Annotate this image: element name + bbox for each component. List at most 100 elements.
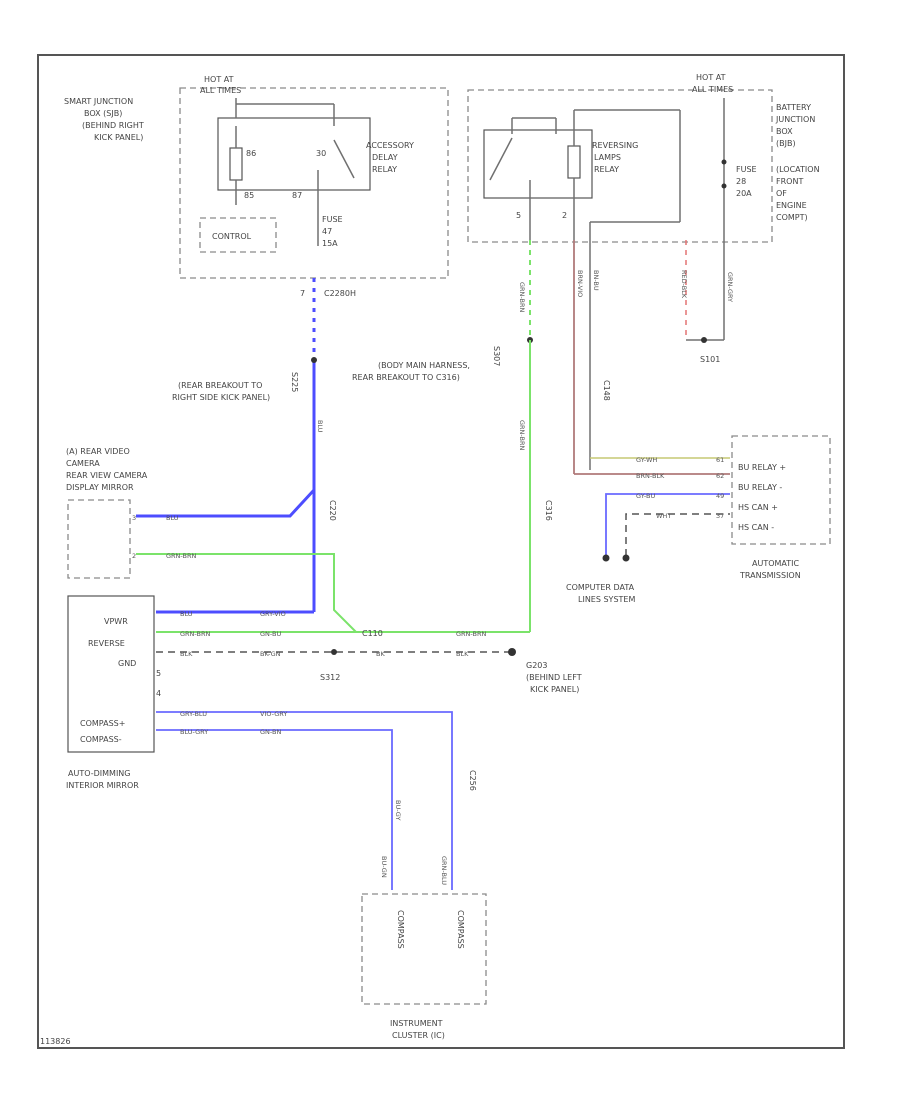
s225-desc-2: RIGHT SIDE KICK PANEL) (172, 393, 270, 402)
fuse-right-2: 28 (736, 177, 746, 186)
wl-mirror-gry: GRY-VIO (260, 610, 286, 618)
bjb-label-8: ENGINE (776, 201, 807, 210)
wl-camera-grn: GRN-BRN (166, 552, 197, 560)
reverse-relay-switch (489, 137, 513, 181)
splice-s225 (311, 357, 317, 363)
acc-relay-label-1: ACCESSORY (366, 141, 414, 150)
wl-mirror-blk: BLK (180, 650, 193, 658)
wl-mirror-bk-gn: BK-GN (260, 650, 281, 658)
acc-relay-label-3: RELAY (372, 165, 397, 174)
wl-blu-main: BLU (316, 420, 324, 433)
wl-grn-bottom: GRN-BRN (456, 630, 487, 638)
mirror-pin-compass-minus: COMPASS- (80, 735, 122, 744)
automatic-transmission: BU RELAY + BU RELAY - HS CAN + HS CAN - … (716, 435, 831, 580)
reversing-lamps-relay (483, 129, 593, 199)
c148-label: C148 (602, 380, 611, 401)
sjb-label-4: KICK PANEL) (94, 133, 143, 142)
sjb-label-3: (BEHIND RIGHT (82, 121, 144, 130)
trans-pin-num-1: 61 (716, 456, 724, 464)
fuse-right-3: 20A (736, 189, 752, 198)
trans-label-1: AUTOMATIC (752, 559, 800, 568)
fuse-right-1: FUSE (736, 165, 757, 174)
g203-label: G203 (526, 661, 547, 670)
trans-label-2: TRANSMISSION (739, 571, 801, 580)
wl-red-gry: GRN-GRY (726, 272, 734, 302)
accessory-delay-relay (217, 117, 371, 191)
mirror-pin-gnd: GND (118, 659, 136, 668)
s307-label: S307 (492, 346, 501, 366)
wire-compass-minus (156, 729, 393, 890)
wire-compass-plus (156, 711, 453, 890)
fuse-left-2: 47 (322, 227, 332, 236)
camera-label-4: DISPLAY MIRROR (66, 483, 134, 492)
c110-label: C110 (362, 629, 383, 638)
trans-pin-4: HS CAN - (738, 523, 774, 532)
camera-label-3: REAR VIEW CAMERA (66, 471, 148, 480)
wl-mirror-bk: BK (376, 650, 385, 658)
splice-s312 (331, 649, 337, 655)
cluster-pin-1: COMPASS (396, 910, 405, 949)
bjb-label-6: FRONT (776, 177, 803, 186)
trans-pin-3: HS CAN + (738, 503, 778, 512)
reverse-relay-coil (567, 145, 581, 179)
mirror-pin-vpwr: VPWR (104, 617, 128, 626)
wl-mirror-blu: BLU (180, 610, 193, 618)
sjb-label-1: SMART JUNCTION (64, 97, 133, 106)
c256-label: C256 (468, 770, 477, 791)
trans-pin-num-2: 62 (716, 472, 724, 480)
mirror-pin-4: 4 (156, 689, 161, 698)
wl-brn-blk: BRN-BLK (636, 472, 665, 480)
mirror-label-2: INTERIOR MIRROR (66, 781, 139, 790)
wl-mirror-grn: GRN-BRN (180, 630, 211, 638)
relay-switch (333, 139, 355, 179)
auto-dimming-mirror: VPWR REVERSE GND 5 4 COMPASS+ COMPASS- A… (66, 595, 161, 790)
s307-desc-1: (BODY MAIN HARNESS, (378, 361, 470, 370)
g203-desc-1: (BEHIND LEFT (526, 673, 582, 682)
wl-compass-grn-blu: GRN-BLU (440, 856, 448, 885)
wl-compass-blu-gry: BLU-GRY (180, 728, 208, 736)
trans-pin-num-4: 37 (716, 512, 724, 520)
left-mark-7: 7 (300, 289, 305, 298)
mirror-pin-compass-plus: COMPASS+ (80, 719, 125, 728)
hot-label-right-1: HOT AT (696, 73, 726, 82)
c220-label: C220 (328, 500, 337, 521)
wl-red-blk: RED-BLK (680, 270, 688, 299)
wire-hs-can-plus (605, 493, 730, 556)
camera-pin-2: 2 (132, 552, 136, 560)
c316-label: C316 (544, 500, 553, 521)
fuse-left-1: FUSE (322, 215, 343, 224)
data-node-1 (602, 554, 610, 562)
wl-gy-bu: GY-BU (636, 492, 655, 500)
figure-id: 113826 (40, 1037, 71, 1046)
reverse-pin-5: 5 (516, 211, 521, 220)
pin-30: 30 (316, 149, 326, 158)
wl-compass-vio-gry: VIO-GRY (260, 710, 287, 718)
s101-label: S101 (700, 355, 720, 364)
mirror-label-1: AUTO-DIMMING (68, 769, 131, 778)
wl-compass-bu-gn: BU-GN (380, 856, 388, 878)
bjb-label-2: JUNCTION (775, 115, 815, 124)
bjb-label-4: (BJB) (776, 139, 796, 148)
rev-relay-label-3: RELAY (594, 165, 619, 174)
g203-desc-2: KICK PANEL) (530, 685, 579, 694)
hot-label-right-2: ALL TIMES (692, 85, 733, 94)
bjb-label-1: BATTERY (776, 103, 811, 112)
camera-pin-3: 3 (132, 514, 136, 522)
pin-85: 85 (244, 191, 254, 200)
bjb-label-9: COMPT) (776, 213, 808, 222)
bjb-label-7: OF (776, 189, 787, 198)
cluster-label-2: CLUSTER (IC) (392, 1031, 445, 1040)
s225-label: S225 (290, 372, 299, 392)
computer-data-1: COMPUTER DATA (566, 583, 635, 592)
wl-gy-wh: GY-WH (636, 456, 657, 464)
computer-data-2: LINES SYSTEM (578, 595, 635, 604)
trans-pin-2: BU RELAY - (738, 483, 782, 492)
ground-g203 (508, 648, 516, 656)
s312-label: S312 (320, 673, 340, 682)
wl-grn-top: GRN-BRN (518, 282, 526, 313)
pin-87: 87 (292, 191, 302, 200)
trans-pin-1: BU RELAY + (738, 463, 786, 472)
wl-wht: WHT (656, 512, 671, 520)
splice-s101 (701, 337, 707, 343)
